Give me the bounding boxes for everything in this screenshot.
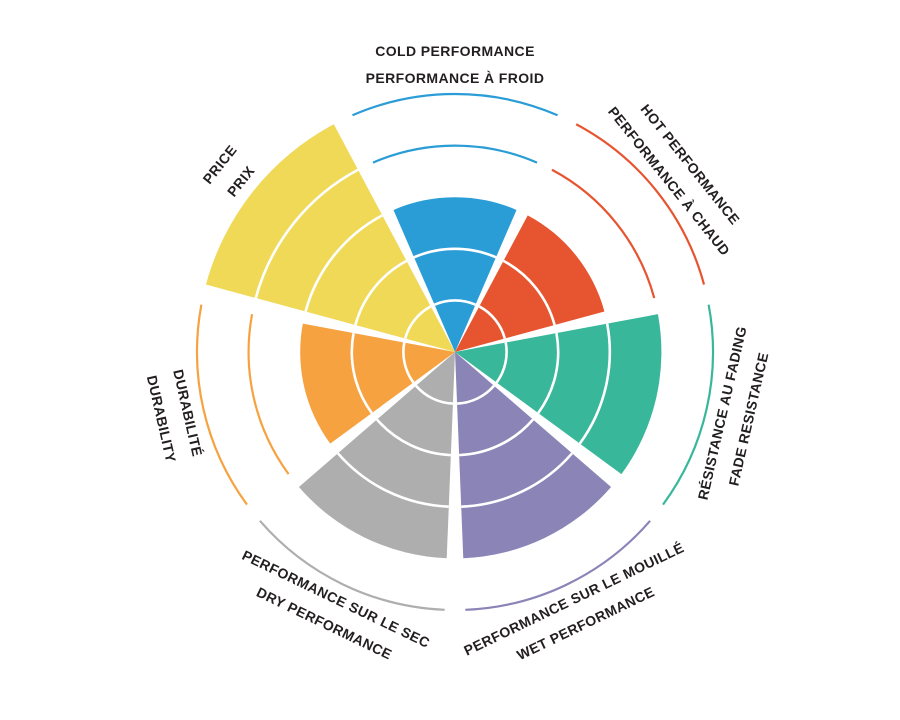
ring-separator <box>433 299 477 306</box>
sector-cold-performance: COLD PERFORMANCE PERFORMANCE À FROID <box>352 43 558 352</box>
sector-label-fr-cold-performance: PERFORMANCE À FROID <box>366 70 545 86</box>
ring-separator <box>304 214 383 312</box>
ring-separator <box>403 305 432 339</box>
ring-separator <box>350 332 373 414</box>
ring-separator <box>502 259 556 326</box>
level-arc-cold-performance <box>352 92 558 117</box>
ring-separator <box>495 342 508 384</box>
level-arc-cold-performance <box>372 144 538 164</box>
sector-fill-dry-performance <box>298 352 455 559</box>
level-arc-dry-performance <box>259 520 445 611</box>
ring-separator <box>375 418 451 457</box>
ring-separator <box>413 247 497 259</box>
level-arc-wet-performance <box>465 520 651 611</box>
sector-fill-wet-performance <box>455 352 612 559</box>
ring-separator <box>461 452 574 508</box>
sector-label-en-cold-performance: COLD PERFORMANCE <box>375 43 535 59</box>
ring-separator <box>354 259 408 326</box>
level-arc-hot-performance <box>575 123 706 285</box>
sector-fill-durability <box>300 323 455 444</box>
ring-separator <box>456 384 496 405</box>
ring-separator <box>459 418 535 457</box>
sector-fill-price <box>205 124 455 352</box>
ring-separator <box>254 168 359 299</box>
ring-separator <box>578 323 612 445</box>
level-arc-durability <box>195 304 248 506</box>
level-arc-fade-resistance <box>662 304 715 506</box>
ring-separator <box>414 384 454 405</box>
level-arc-durability <box>247 313 290 475</box>
level-arc-hot-performance <box>551 168 656 299</box>
ring-separator <box>537 332 560 414</box>
ring-separator <box>402 342 415 384</box>
ring-separator <box>336 452 449 508</box>
sector-fill-cold-performance <box>393 197 517 352</box>
ring-separator <box>478 305 507 339</box>
